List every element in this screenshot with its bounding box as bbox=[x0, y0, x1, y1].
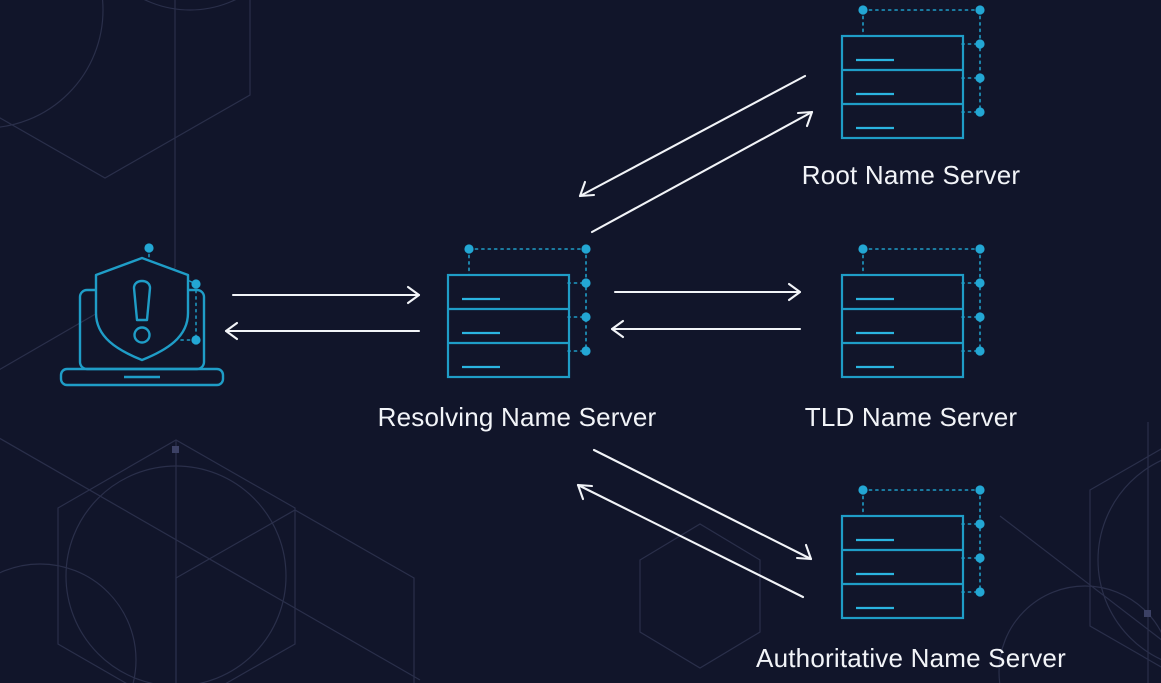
server-rack-icon-tld bbox=[840, 243, 986, 379]
arrow-resolver-to-authoritative bbox=[592, 448, 813, 561]
laptop-shield-alert-icon bbox=[59, 243, 225, 387]
label-authoritative-name-server: Authoritative Name Server bbox=[756, 643, 1066, 673]
arrow-tld-to-resolver bbox=[610, 319, 802, 339]
label-root-name-server: Root Name Server bbox=[801, 160, 1021, 190]
arrow-root-to-resolver bbox=[578, 74, 807, 198]
arrow-resolver-to-client bbox=[224, 321, 421, 341]
arrow-client-to-resolver bbox=[231, 285, 421, 305]
label-tld-name-server: TLD Name Server bbox=[804, 402, 1018, 432]
arrow-resolver-to-tld bbox=[613, 282, 802, 302]
server-rack-icon-resolver bbox=[446, 243, 592, 379]
arrow-resolver-to-root bbox=[590, 110, 814, 234]
server-rack-icon-authoritative bbox=[840, 484, 986, 620]
label-resolving-name-server: Resolving Name Server bbox=[377, 402, 657, 432]
server-rack-icon-root bbox=[840, 4, 986, 140]
arrow-authoritative-to-resolver bbox=[576, 483, 805, 599]
